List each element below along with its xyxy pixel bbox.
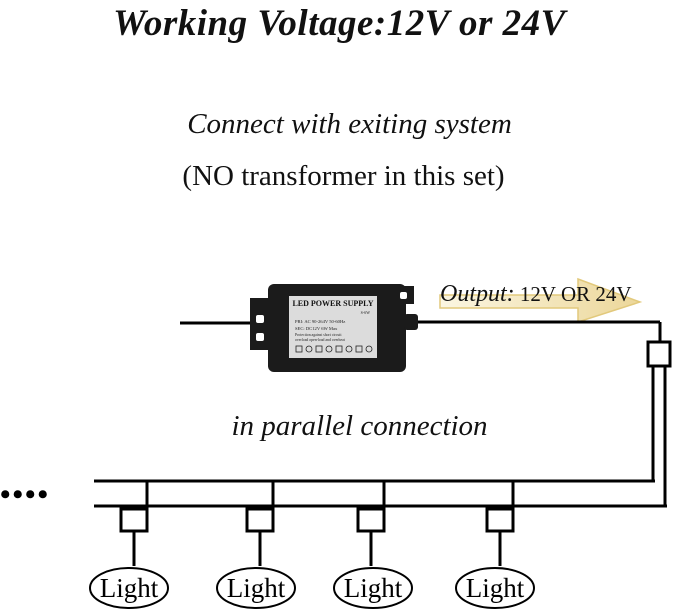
certification-icons bbox=[295, 345, 373, 353]
light-label: Light bbox=[227, 573, 286, 603]
light-2: Light bbox=[216, 567, 296, 609]
power-supply-protection: Protection against short circuit bbox=[295, 333, 342, 337]
power-supply-model: S-6W bbox=[361, 310, 371, 315]
light-label: Light bbox=[466, 573, 525, 603]
diagram-title: Working Voltage:12V or 24V bbox=[113, 3, 566, 44]
output-voltage: 12V OR 24V bbox=[519, 282, 632, 306]
power-supply-unit: LED POWER SUPPLY S-6W PRI: AC 90-264V 50… bbox=[250, 284, 414, 372]
branch-connectors bbox=[119, 481, 515, 566]
light-label: Light bbox=[100, 573, 159, 603]
power-supply-heading: LED POWER SUPPLY bbox=[292, 299, 373, 308]
power-supply-overload: overload open-load and overheat bbox=[295, 338, 346, 342]
output-connector bbox=[404, 314, 418, 330]
power-supply-sec: SEC: DC12V 6W Max bbox=[295, 326, 338, 331]
continuation-dots: •••• bbox=[0, 478, 50, 511]
light-label: Light bbox=[344, 573, 403, 603]
light-1: Light bbox=[89, 567, 169, 609]
light-3: Light bbox=[333, 567, 413, 609]
subtitle-connect: Connect with exiting system bbox=[187, 108, 512, 140]
output-arrow-icon bbox=[439, 277, 643, 324]
bus-lines bbox=[94, 479, 667, 508]
subtitle-no-transformer: (NO transformer in this set) bbox=[182, 160, 505, 192]
output-label: Output: 12V OR 24V bbox=[440, 281, 632, 308]
light-4: Light bbox=[455, 567, 535, 609]
right-feed-wires bbox=[646, 340, 672, 506]
parallel-connection-label: in parallel connection bbox=[231, 410, 488, 442]
output-label-text: Output: bbox=[440, 281, 515, 307]
power-supply-pri: PRI: AC 90-264V 50-60Hz bbox=[295, 319, 345, 324]
